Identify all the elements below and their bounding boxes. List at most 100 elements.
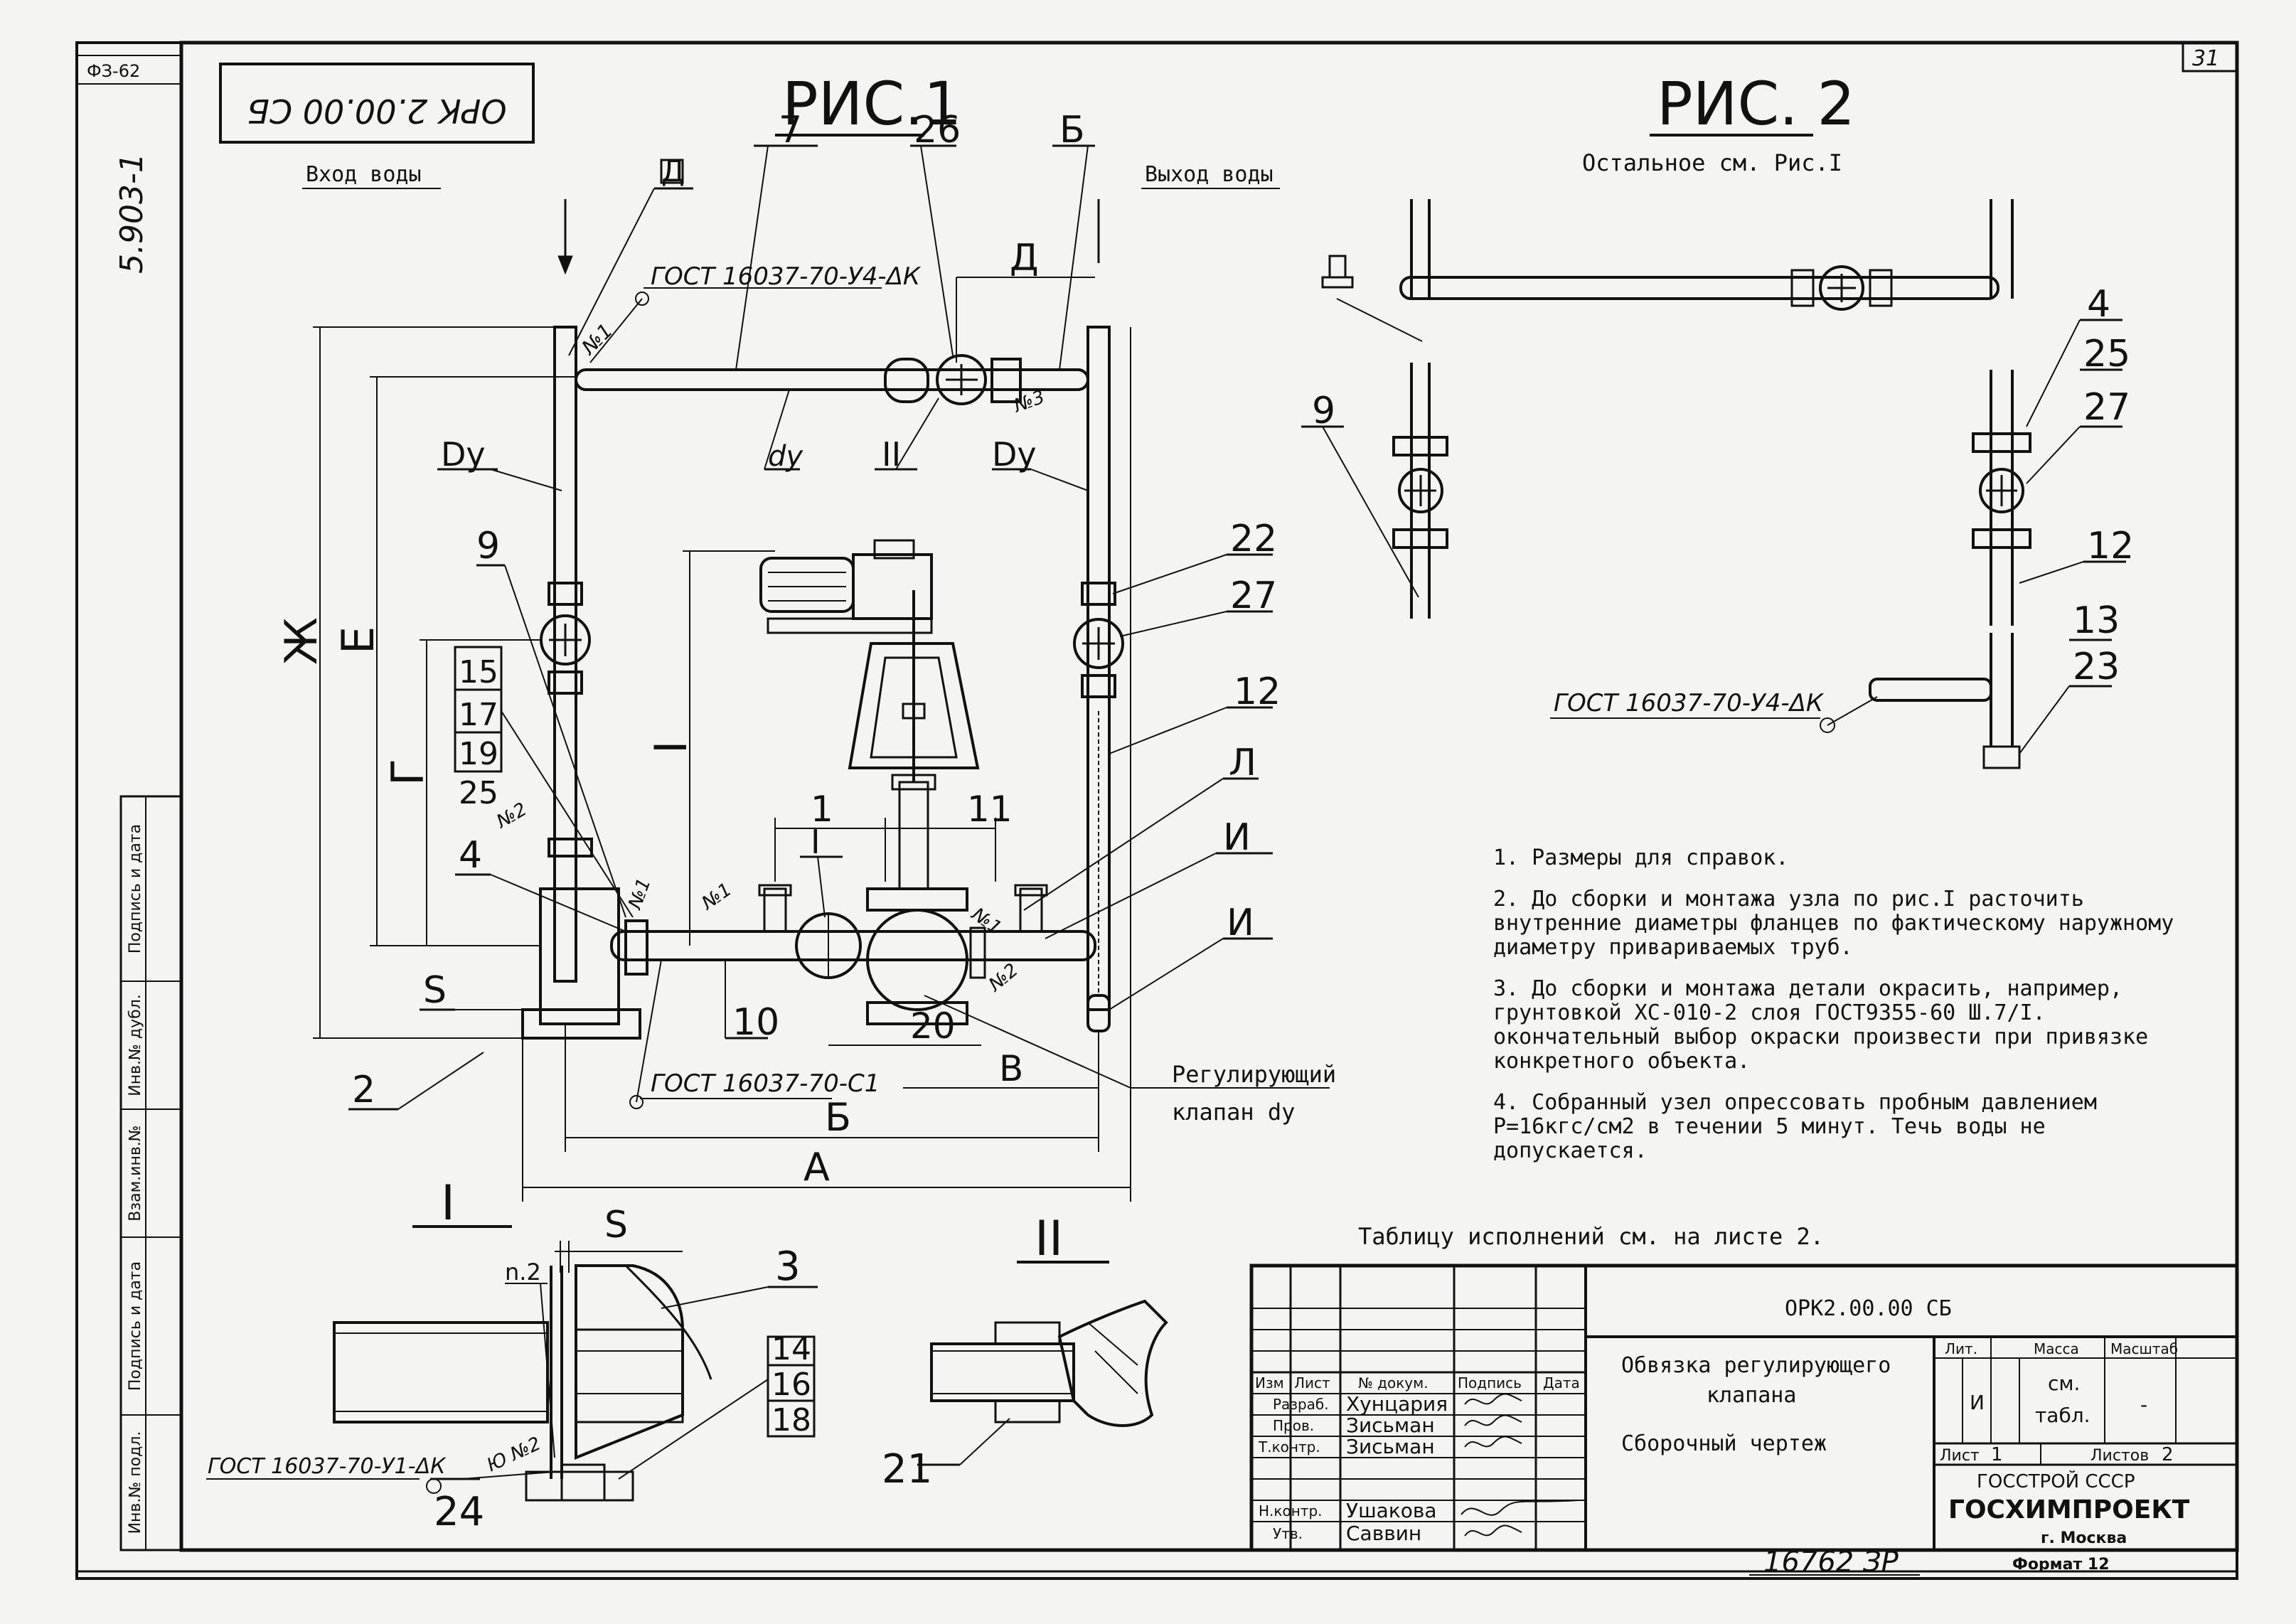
fig2-callout-4: 4 <box>2087 283 2110 326</box>
weld-no1-left: №1 <box>624 875 656 913</box>
note-2: 2. До сборки и монтажа узла по рис.I рас… <box>1493 887 2174 960</box>
fig2-callout-27: 27 <box>2083 386 2130 429</box>
tb-sheets-label: Листов <box>2091 1447 2149 1465</box>
callout-22: 22 <box>1230 518 1277 560</box>
stamp-code: ОРК 2.00.00 СБ <box>247 92 506 130</box>
tb-name-utv: Саввин <box>1346 1522 1421 1545</box>
weld-no2-right: №2 <box>984 959 1022 996</box>
tb-col-doc: № докум. <box>1358 1374 1429 1391</box>
detail2-callout-21: 21 <box>882 1446 932 1492</box>
tb-sheet-value: 1 <box>1991 1444 2003 1465</box>
table-note: Таблицу исполнений см. на листе 2. <box>1358 1223 1824 1250</box>
detail1-gost: ГОСТ 16037-70-У1-ΔК <box>208 1454 447 1479</box>
callout-ii: II <box>882 435 901 474</box>
tb-sheets-value: 2 <box>2162 1444 2174 1465</box>
callout-i-center: I <box>811 823 821 861</box>
detail1-callout-3: 3 <box>775 1244 801 1290</box>
weld-no1-right: №1 <box>966 903 1005 939</box>
callout-26: 26 <box>914 109 961 151</box>
tb-name-razrab: Хунцария <box>1346 1392 1448 1416</box>
tb-doc-code: ОРК2.00.00 СБ <box>1785 1296 1952 1321</box>
note-3: 3. До сборки и монтажа детали окрасить, … <box>1493 976 2149 1074</box>
notes-list: 1. Размеры для справок. 2. До сборки и м… <box>1465 846 2204 1180</box>
dim-v: В <box>999 1048 1023 1089</box>
callout-10: 10 <box>732 1001 779 1044</box>
tb-role-razrab: Разраб. <box>1273 1396 1329 1413</box>
callout-2: 2 <box>352 1069 375 1111</box>
valve-label-2: клапан dy <box>1172 1099 1295 1126</box>
tb-name-nkontr: Ушакова <box>1346 1499 1437 1522</box>
sheet-number: 31 <box>2192 46 2219 71</box>
tb-col-list: Лист <box>1294 1374 1330 1391</box>
side-stamp-inv-podl: Инв.№ подл. <box>127 1431 144 1534</box>
figure-2: РИС. 2 Остальное см. Рис.I <box>1301 69 2134 769</box>
tb-title-3: Сборочный чертеж <box>1621 1431 1827 1456</box>
figure2-subtitle: Остальное см. Рис.I <box>1582 149 1842 176</box>
callout-9: 9 <box>476 525 500 567</box>
fig2-callout-12: 12 <box>2087 525 2134 567</box>
dim-g: Г <box>382 759 434 786</box>
format-label: Формат 12 <box>2012 1556 2110 1574</box>
weld-no1-mid: №1 <box>697 879 736 915</box>
dim-d: Д <box>1010 237 1039 279</box>
detail-1: I S n.2 3 14 16 18 24 <box>206 1175 818 1535</box>
tb-col-sign: Подпись <box>1458 1374 1522 1391</box>
detail1-callout-14: 14 <box>771 1331 811 1367</box>
detail1-title: I <box>441 1175 455 1232</box>
bottom-code: 16762 ЗР <box>1763 1546 1899 1578</box>
tb-mass-value: см. <box>2048 1372 2080 1395</box>
callout-15: 15 <box>459 654 498 690</box>
callout-4: 4 <box>459 834 482 877</box>
detail1-callout-24: 24 <box>434 1489 484 1535</box>
tb-role-tkontr: Т.контр. <box>1258 1438 1320 1455</box>
fig2-callout-25: 25 <box>2083 333 2130 375</box>
detail1-weld: Ю №2 <box>484 1433 544 1476</box>
tb-role-nkontr: Н.контр. <box>1259 1502 1323 1519</box>
callout-12: 12 <box>1234 671 1281 713</box>
valve-label: Регулирующий <box>1172 1061 1336 1088</box>
weld-no3: №3 <box>1010 386 1047 417</box>
tb-name-tkontr: Зисьман <box>1346 1435 1435 1458</box>
side-stamp: Инв.№ подл. Подпись и дата Взам.инв.№ Ин… <box>119 795 183 1551</box>
side-code: 5.903-1 <box>114 153 150 274</box>
callout-dy-left: Dy <box>441 435 486 474</box>
tb-sheet-label: Лист <box>1940 1447 1980 1465</box>
note-1: 1. Размеры для справок. <box>1493 845 1789 870</box>
callout-20: И <box>1227 902 1254 944</box>
tb-role-utv: Утв. <box>1273 1525 1303 1542</box>
side-stamp-inv-dubl: Инв.№ дубл. <box>127 994 144 1096</box>
tb-scale-value: - <box>2140 1393 2147 1416</box>
fig2-callout-23: 23 <box>2073 646 2120 688</box>
callout-25: 25 <box>459 775 498 811</box>
figure2-title: РИС. 2 <box>1657 69 1855 139</box>
callout-dy-right: Dy <box>992 435 1037 474</box>
weld-no1-top: №1 <box>576 319 617 360</box>
detail-2: II 21 <box>882 1211 1168 1492</box>
tb-scale-header: Масштаб <box>2110 1340 2178 1357</box>
detail1-callout-18: 18 <box>771 1402 811 1438</box>
title-block: Таблицу исполнений см. на листе 2. <box>1249 1223 2239 1552</box>
callout-11: И <box>1223 816 1251 859</box>
callout-17: 17 <box>459 697 498 733</box>
tb-title-1: Обвязка регулирующего <box>1621 1353 1891 1378</box>
side-stamp-vzam: Взам.инв.№ <box>127 1125 144 1221</box>
dim-m: 20 <box>910 1005 956 1047</box>
side-stamp-sign1: Подпись и дата <box>127 1261 144 1391</box>
tb-org-1: ГОССТРОЙ СССР <box>1977 1470 2135 1492</box>
figure-1: РИС.1 Вход воды Выход воды <box>275 69 1336 1202</box>
callout-1: Л <box>1229 742 1256 784</box>
detail2-title: II <box>1035 1211 1063 1267</box>
detail1-callout-16: 16 <box>771 1367 811 1403</box>
note-4: 4. Собранный узел опрессовать пробным да… <box>1493 1090 2097 1163</box>
tb-title-2: клапана <box>1707 1383 1796 1408</box>
callout-dy-small: dy <box>768 440 803 473</box>
dim-i-left: 1 <box>811 789 833 830</box>
fig2-callout-9: 9 <box>1312 390 1335 432</box>
detail1-n2: n.2 <box>505 1259 541 1286</box>
water-in-label: Вход воды <box>306 162 422 187</box>
tb-lit-header: Лит. <box>1945 1340 1977 1357</box>
callout-19: 19 <box>459 736 498 772</box>
dim-b: Б <box>825 1095 851 1140</box>
corner-code: ФЗ-62 <box>87 61 140 81</box>
